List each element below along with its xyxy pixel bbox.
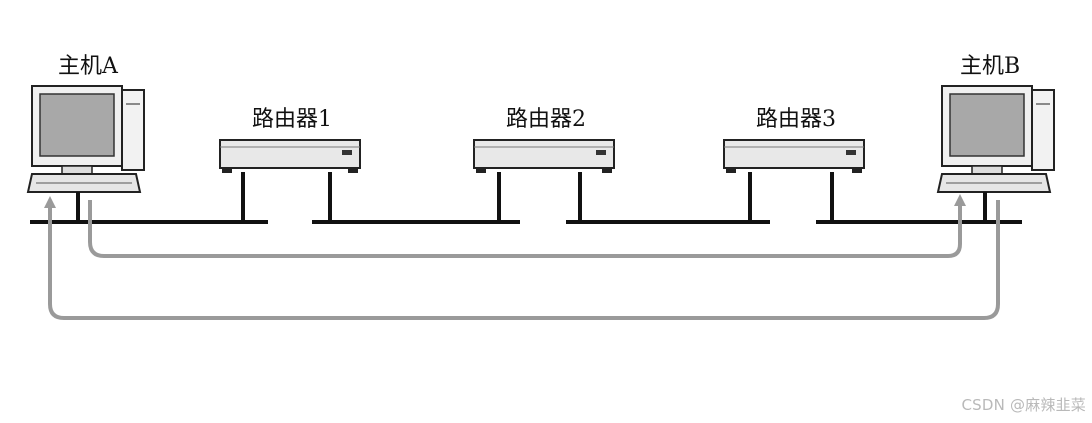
watermark: CSDN @麻辣韭菜: [961, 394, 1086, 415]
router-2: [474, 140, 614, 173]
arrow-b-to-a: [50, 200, 998, 318]
host-b-computer: [938, 86, 1054, 192]
host-a-label: 主机A: [58, 54, 119, 79]
network-links: [30, 172, 1022, 222]
router-3-label: 路由器3: [756, 107, 836, 132]
router-1-label: 路由器1: [252, 107, 332, 132]
router-1: [220, 140, 360, 173]
router-2-label: 路由器2: [506, 107, 586, 132]
host-b-label: 主机B: [960, 54, 1020, 79]
arrow-a-to-b: [90, 200, 960, 256]
host-a-computer: [28, 86, 144, 192]
router-3: [724, 140, 864, 173]
